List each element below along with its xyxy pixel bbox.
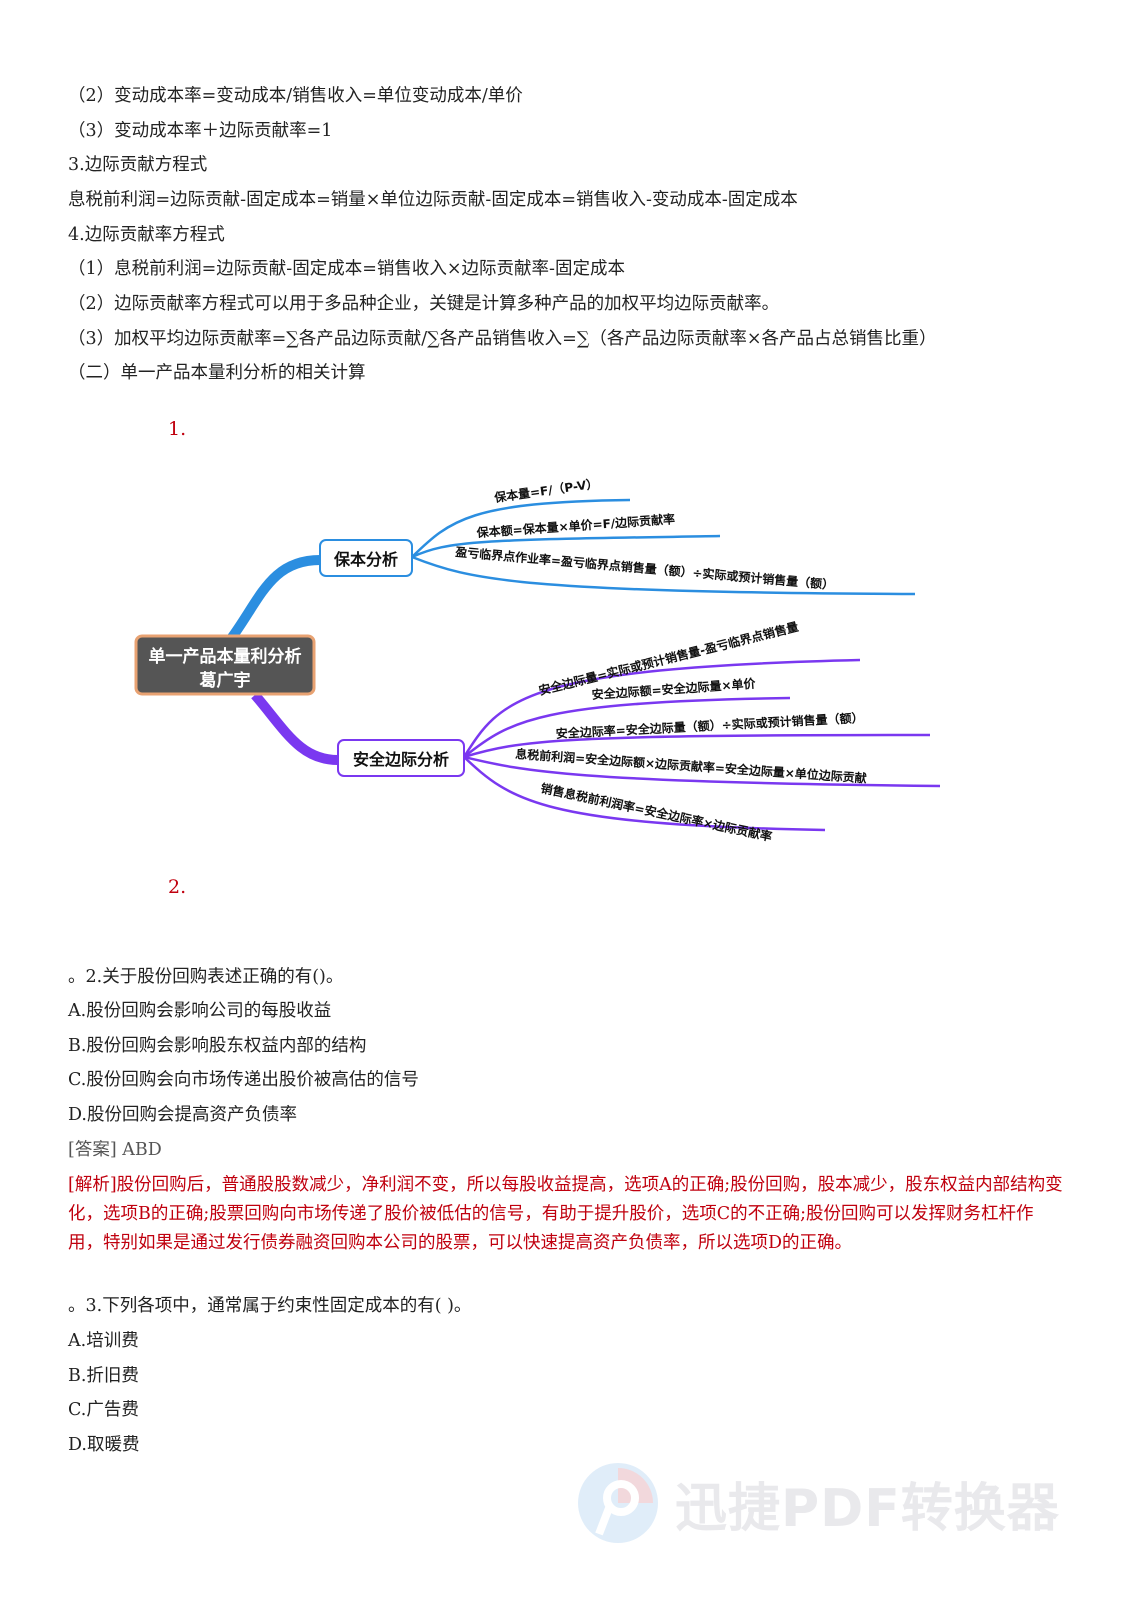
q2-option-b: B.股份回购会影响股东权益内部的结构 [68, 1036, 367, 1056]
branch-node-safety-margin [337, 739, 465, 777]
number-2: 2. [168, 876, 187, 898]
line-6: （1）息税前利润=边际贡献-固定成本=销售收入×边际贡献率-固定成本 [68, 259, 625, 279]
line-2: （3）变动成本率＋边际贡献率=1 [68, 121, 333, 141]
q2-option-a: A.股份回购会影响公司的每股收益 [68, 1001, 332, 1021]
line-7: （2）边际贡献率方程式可以用于多品种企业，关键是计算多种产品的加权平均边际贡献率… [68, 294, 780, 314]
leaf-text: 盈亏临界点作业率=盈亏临界点销售量（额）÷实际或预计销售量（额） [454, 544, 835, 592]
root-branch2-connector [251, 691, 339, 765]
line-4: 息税前利润=边际贡献-固定成本=销量×单位边际贡献-固定成本=销售收入-变动成本… [68, 190, 798, 210]
mind-map: 单一产品本量利分析 葛广宇 保本分析 保本量=F/（P-V） 保本额=保本量×单… [134, 476, 941, 844]
branch-label: 安全边际分析 [353, 750, 449, 769]
q3-option-b: B.折旧费 [68, 1366, 139, 1386]
watermark-text: 迅捷PDF转换器 [675, 1478, 1060, 1539]
branch-node-breakeven [319, 539, 413, 577]
line-1: （2）变动成本率=变动成本/销售收入=单位变动成本/单价 [68, 86, 523, 106]
root-branch1-connector [225, 555, 321, 643]
number-1: 1. [168, 418, 187, 440]
q3-option-d: D.取暖费 [68, 1435, 140, 1455]
heading-4: 4.边际贡献率方程式 [68, 225, 225, 245]
branch-label: 保本分析 [333, 550, 398, 569]
root-node [134, 634, 316, 696]
watermark-logo-icon [578, 1463, 658, 1543]
leaf-text: 安全边际额=安全边际量×单价 [591, 676, 757, 702]
leaf-text: 保本额=保本量×单价=F/边际贡献率 [475, 511, 675, 540]
watermark: 迅捷PDF转换器 [575, 1460, 1060, 1546]
q2-answer: [答案] ABD [68, 1140, 162, 1160]
section-heading: （二）单一产品本量利分析的相关计算 [68, 363, 366, 383]
root-author: 葛广宇 [199, 670, 251, 691]
q2-analysis: [解析]股份回购后，普通股股数减少，净利润不变，所以每股收益提高，选项A的正确;… [68, 1175, 1063, 1253]
q2-option-d: D.股份回购会提高资产负债率 [68, 1105, 297, 1125]
line-8: （3）加权平均边际贡献率=∑各产品边际贡献/∑各产品销售收入=∑（各产品边际贡献… [68, 329, 937, 349]
q2-option-c: C.股份回购会向市场传递出股价被高估的信号 [68, 1070, 419, 1090]
q3-option-c: C.广告费 [68, 1400, 139, 1420]
heading-3: 3.边际贡献方程式 [68, 155, 208, 175]
q3-option-a: A.培训费 [68, 1331, 139, 1351]
q3-stem: 。3.下列各项中，通常属于约束性固定成本的有( )。 [68, 1296, 472, 1316]
root-title: 单一产品本量利分析 [149, 646, 302, 667]
q2-stem: 。2.关于股份回购表述正确的有()。 [68, 967, 344, 987]
